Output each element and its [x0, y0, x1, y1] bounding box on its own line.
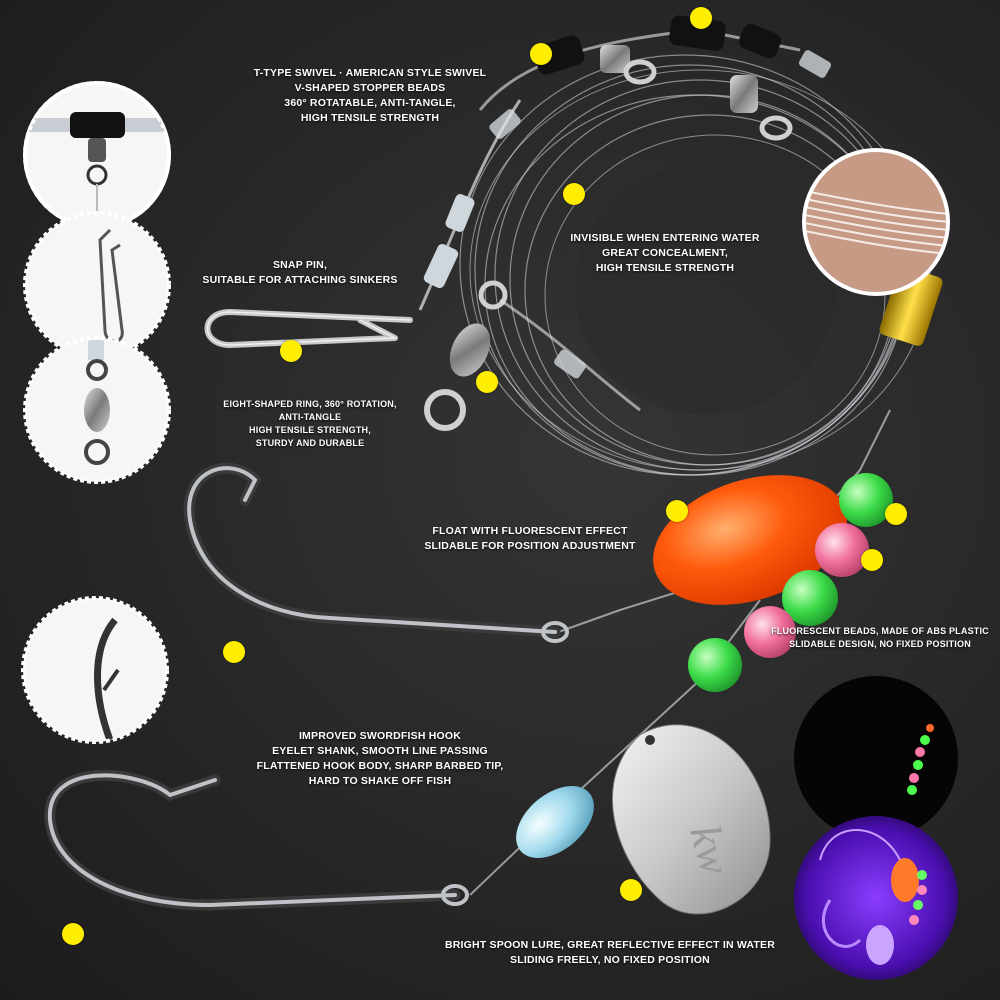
ring-caption: EIGHT-SHAPED RING, 360° ROTATION, ANTI-T… [210, 398, 410, 450]
fluorescent-float [653, 475, 847, 605]
glow-uv-photo-icon [794, 816, 958, 980]
marker-dot [476, 371, 498, 393]
hook-caption: IMPROVED SWORDFISH HOOK EYELET SHANK, SM… [250, 729, 510, 789]
line-detail-icon [802, 148, 950, 296]
lower-hook [44, 769, 469, 911]
ring-caption-line: HIGH TENSILE STRENGTH, [249, 425, 371, 435]
snap-pin-detail-icon [23, 211, 171, 359]
marker-dot [62, 923, 84, 945]
swivel-caption-line: HIGH TENSILE STRENGTH [300, 112, 440, 124]
snap-caption: SNAP PIN, SUITABLE FOR ATTACHING SINKERS [180, 258, 420, 288]
spoon-caption-line: SLIDING FREELY, NO FIXED POSITION [510, 954, 710, 966]
marker-dot [530, 43, 552, 65]
beads-caption-line: SLIDABLE DESIGN, NO FIXED POSITION [789, 639, 971, 649]
hook-tip-detail-icon [21, 596, 169, 744]
beads-caption-line: FLUORESCENT BEADS, MADE OF ABS PLASTIC [771, 626, 989, 636]
marker-dot [223, 641, 245, 663]
line-caption-line: HIGH TENSILE STRENGTH [595, 262, 735, 274]
snap-caption-line: SNAP PIN, [272, 259, 328, 271]
line-caption-line: INVISIBLE WHEN ENTERING WATER [570, 232, 760, 244]
ring-caption-line: EIGHT-SHAPED RING, 360° ROTATION, [223, 399, 397, 409]
marker-dot [280, 340, 302, 362]
fluorescent-beads [688, 473, 893, 692]
line-caption-line: GREAT CONCEALMENT, [602, 247, 728, 259]
t-swivel-assembly [478, 15, 832, 141]
marker-dot [690, 7, 712, 29]
hook-caption-line: EYELET SHANK, SMOOTH LINE PASSING [272, 745, 488, 757]
float-caption: FLOAT WITH FLUORESCENT EFFECT SLIDABLE F… [410, 524, 650, 554]
eight-ring-detail-icon [23, 336, 171, 484]
marker-dot [885, 503, 907, 525]
marker-dot [620, 879, 642, 901]
coil-center [575, 165, 835, 415]
marker-dot [861, 549, 883, 571]
hook-caption-line: IMPROVED SWORDFISH HOOK [298, 730, 462, 742]
swivel-caption-line: V-SHAPED STOPPER BEADS [294, 82, 446, 94]
float-caption-line: SLIDABLE FOR POSITION ADJUSTMENT [424, 540, 636, 552]
ring-caption-line: STURDY AND DURABLE [255, 438, 365, 448]
swivel-caption-line: 360° ROTATABLE, ANTI-TANGLE, [284, 97, 456, 109]
beads-caption: FLUORESCENT BEADS, MADE OF ABS PLASTIC S… [765, 625, 995, 651]
spoon-caption: BRIGHT SPOON LURE, GREAT REFLECTIVE EFFE… [420, 938, 800, 968]
line-caption: INVISIBLE WHEN ENTERING WATER GREAT CONC… [545, 231, 785, 276]
spoon-caption-line: BRIGHT SPOON LURE, GREAT REFLECTIVE EFFE… [444, 939, 776, 951]
float-caption-line: FLOAT WITH FLUORESCENT EFFECT [432, 525, 628, 537]
snap-caption-line: SUITABLE FOR ATTACHING SINKERS [202, 274, 398, 286]
marker-dot [563, 183, 585, 205]
swivel-caption: T-TYPE SWIVEL · AMERICAN STYLE SWIVEL V-… [210, 66, 530, 126]
hook-caption-line: FLATTENED HOOK BODY, SHARP BARBED TIP, [256, 760, 504, 772]
marker-dot [666, 500, 688, 522]
spoon-lure: kw [516, 724, 771, 915]
hook-caption-line: HARD TO SHAKE OFF FISH [308, 775, 452, 787]
upper-hook [183, 462, 569, 643]
eight-ring-swivel [424, 280, 641, 431]
swivel-detail-icon [23, 81, 171, 229]
ring-caption-line: ANTI-TANGLE [278, 412, 342, 422]
glow-dark-photo-icon [794, 676, 958, 840]
swivel-caption-line: T-TYPE SWIVEL · AMERICAN STYLE SWIVEL [253, 67, 487, 79]
snap-leader [204, 99, 522, 348]
